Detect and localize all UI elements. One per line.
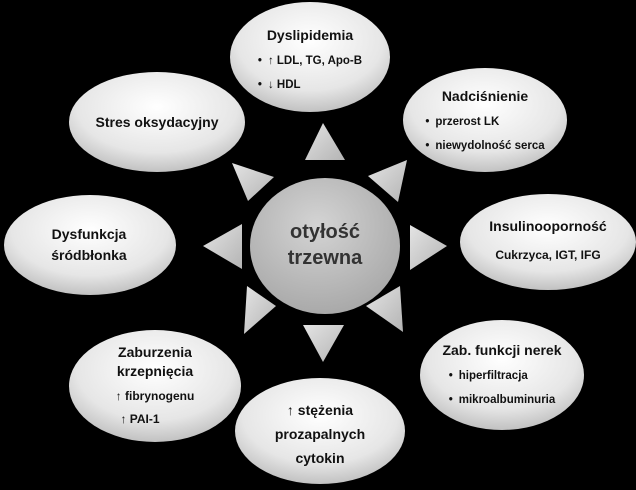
cytokiny-line1: ↑ stężenia — [286, 402, 354, 418]
ellipse-cytokiny — [235, 378, 405, 484]
center-label: otyłość trzewna — [256, 186, 394, 304]
list-item: •hiperfiltracja — [448, 369, 528, 382]
cytokiny-line2: prozapalnych — [274, 426, 366, 442]
node-dysfunkcja: Dysfunkcja śródbłonka — [14, 222, 164, 268]
node-dyslipidemia: Dyslipidemia •↑ LDL, TG, Apo-B •↓ HDL — [240, 18, 380, 104]
ray-top-left — [232, 163, 274, 201]
bullet-icon: • — [257, 54, 262, 67]
ray-bottom — [303, 325, 344, 362]
dysfunkcja-line2: śródbłonka — [51, 247, 127, 263]
ellipse-nerki — [420, 320, 584, 430]
bullet-icon: • — [448, 393, 453, 406]
ray-right — [410, 225, 447, 270]
nerki-title: Zab. funkcji nerek — [442, 341, 562, 358]
insulinoopornosc-detail: Cukrzyca, IGT, IFG — [495, 248, 601, 262]
ray-bottom-left — [244, 286, 276, 334]
list-item: •przerost LK — [425, 115, 500, 128]
ellipse-nadcisnienie — [403, 68, 567, 172]
ellipse-dyslipidemia — [230, 2, 390, 112]
insulinoopornosc-title: Insulinooporność — [489, 218, 607, 234]
node-cytokiny: ↑ stężenia prozapalnych cytokin — [250, 392, 390, 476]
ellipse-insulinoopornosc — [460, 194, 636, 290]
ray-bottom-right — [366, 286, 403, 332]
ellipse-krzepniecie — [69, 330, 241, 442]
ellipse-stres — [69, 72, 245, 172]
ray-top-right — [368, 160, 407, 202]
list-item: •mikroalbuminuria — [448, 393, 556, 406]
ellipse-dysfunkcja — [4, 195, 176, 295]
bullet-icon: • — [448, 369, 453, 382]
center-circle — [250, 178, 400, 314]
dysfunkcja-line1: Dysfunkcja — [51, 226, 127, 242]
bullet-icon: • — [425, 115, 430, 128]
center-line2: trzewna — [287, 247, 363, 269]
node-nadcisnienie: Nadciśnienie •przerost LK •niewydolność … — [410, 80, 560, 164]
nadcisnienie-title: Nadciśnienie — [441, 87, 529, 104]
dyslipidemia-title: Dyslipidemia — [266, 26, 354, 43]
cytokiny-line3: cytokin — [295, 450, 345, 466]
center-line1: otyłość — [289, 221, 361, 243]
stres-title: Stres oksydacyjny — [95, 113, 219, 130]
list-item: •↓ HDL — [257, 78, 301, 91]
bullet-icon: • — [425, 139, 430, 152]
ray-top — [305, 123, 345, 160]
node-nerki: Zab. funkcji nerek •hiperfiltracja •mikr… — [427, 334, 577, 418]
list-item: •↑ LDL, TG, Apo-B — [257, 54, 363, 67]
ray-left — [203, 224, 242, 269]
krzepniecie-line2: ↑ PAI-1 — [120, 412, 160, 426]
node-stres: Stres oksydacyjny — [77, 108, 237, 136]
node-insulinoopornosc: Insulinooporność Cukrzyca, IGT, IFG — [470, 212, 626, 272]
list-item: •niewydolność serca — [425, 139, 545, 152]
krzepniecie-line1: ↑ fibrynogenu — [115, 389, 195, 403]
bullet-icon: • — [257, 78, 262, 91]
krzepniecie-title-line2: krzepnięcia — [116, 363, 194, 379]
node-krzepniecie: Zaburzenia krzepnięcia ↑ fibrynogenu ↑ P… — [80, 338, 230, 436]
krzepniecie-title-line1: Zaburzenia — [118, 344, 192, 360]
